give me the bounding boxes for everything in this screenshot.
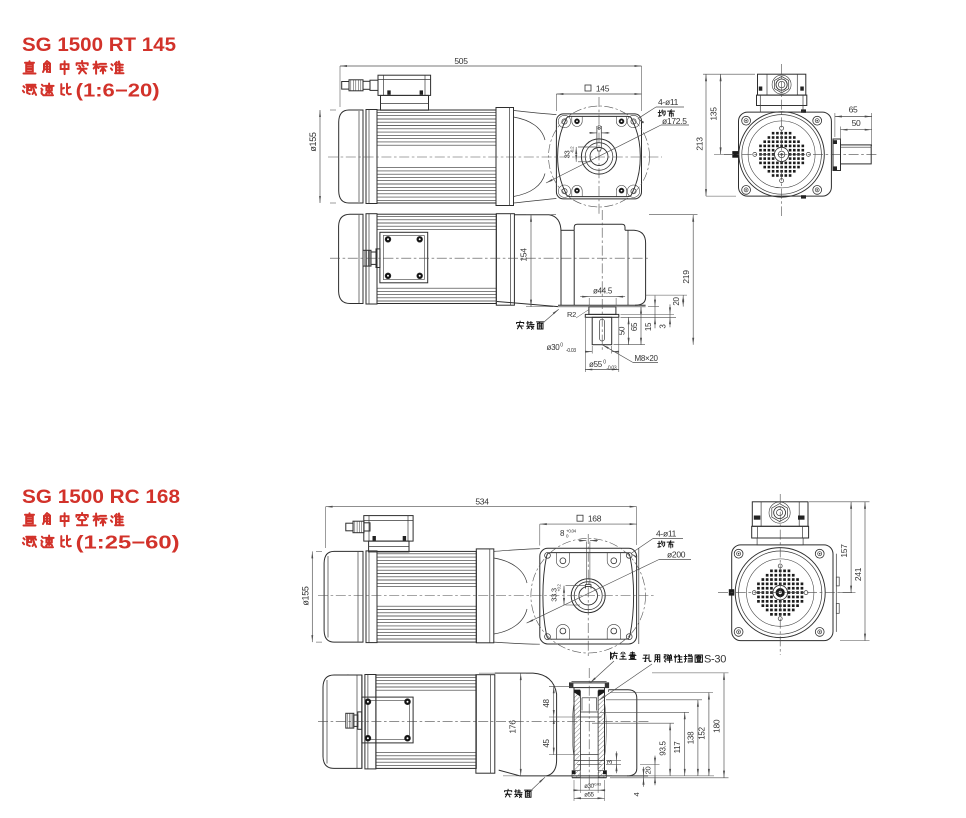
svg-text:33: 33 (563, 151, 572, 159)
svg-text:SG 1500 RT 145: SG 1500 RT 145 (22, 34, 176, 56)
svg-text:145: 145 (596, 83, 610, 93)
svg-text:SG 1500 RC 168: SG 1500 RC 168 (22, 486, 180, 508)
svg-text:176: 176 (508, 720, 518, 734)
svg-text:93.5: 93.5 (659, 740, 668, 755)
svg-text:-0.03: -0.03 (566, 348, 576, 354)
svg-text:-0.2: -0.2 (570, 146, 575, 153)
svg-text:3: 3 (659, 324, 668, 329)
svg-text:505: 505 (454, 56, 468, 66)
svg-text:0: 0 (603, 360, 606, 366)
svg-text:8: 8 (597, 125, 601, 132)
svg-text:135: 135 (709, 107, 719, 121)
svg-text:ø30: ø30 (584, 784, 594, 790)
svg-text:15: 15 (644, 322, 653, 331)
svg-text:(1:6−20): (1:6−20) (76, 81, 160, 101)
svg-text:152: 152 (697, 726, 706, 739)
svg-text:0: 0 (560, 343, 563, 349)
svg-text:ø55: ø55 (584, 793, 594, 799)
svg-text:213: 213 (695, 137, 705, 151)
svg-text:33.3: 33.3 (550, 588, 559, 602)
svg-text:4: 4 (632, 792, 641, 796)
svg-text:+0.03: +0.03 (592, 782, 602, 787)
svg-text:154: 154 (519, 248, 529, 262)
svg-text:20: 20 (672, 297, 681, 306)
svg-text:ø200: ø200 (667, 550, 686, 560)
svg-text:ø172.5: ø172.5 (662, 116, 687, 126)
svg-text:241: 241 (853, 567, 863, 581)
svg-text:4-ø11: 4-ø11 (656, 529, 677, 539)
svg-text:ø155: ø155 (308, 132, 318, 152)
svg-text:ø155: ø155 (300, 586, 310, 606)
svg-text:48: 48 (542, 699, 551, 708)
svg-text:534: 534 (475, 497, 489, 507)
svg-text:45: 45 (542, 739, 551, 748)
svg-text:ø44.5: ø44.5 (593, 287, 613, 296)
svg-text:+0.2: +0.2 (557, 584, 562, 592)
svg-text:ø30: ø30 (547, 343, 561, 352)
svg-text:(1:25−60): (1:25−60) (76, 533, 180, 553)
svg-text:157: 157 (839, 544, 849, 558)
svg-text:R2: R2 (567, 310, 576, 319)
svg-text:117: 117 (673, 741, 682, 754)
svg-text:180: 180 (712, 719, 722, 733)
svg-text:138: 138 (686, 731, 695, 744)
svg-text:3: 3 (605, 760, 614, 764)
svg-text:20: 20 (644, 767, 653, 775)
svg-text:4-ø11: 4-ø11 (658, 97, 679, 107)
svg-text:S-30: S-30 (704, 653, 726, 665)
svg-text:65: 65 (630, 322, 639, 331)
svg-text:+0.04: +0.04 (566, 529, 577, 534)
svg-text:ø55: ø55 (589, 360, 603, 369)
svg-text:M8×20: M8×20 (635, 354, 659, 363)
svg-text:50: 50 (617, 326, 626, 335)
svg-text:168: 168 (588, 513, 602, 523)
svg-text:0: 0 (566, 534, 569, 539)
svg-text:50: 50 (852, 118, 861, 128)
svg-text:219: 219 (681, 270, 691, 284)
svg-text:65: 65 (849, 105, 858, 115)
svg-text:-0.03: -0.03 (607, 366, 617, 372)
svg-text:8: 8 (560, 529, 565, 538)
